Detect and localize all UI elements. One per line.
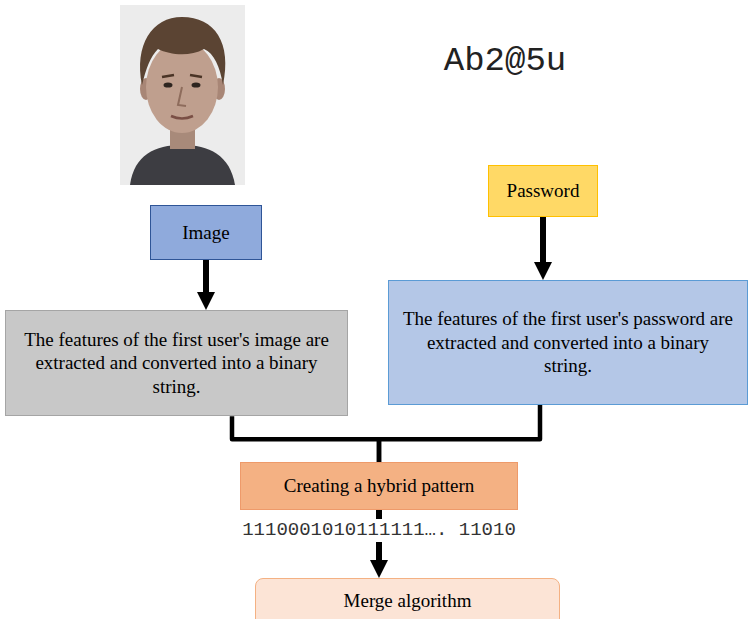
eyebrow	[190, 75, 202, 77]
eye	[192, 82, 201, 87]
nose	[178, 87, 186, 106]
face	[146, 41, 218, 133]
box-text: The features of the first user's image a…	[20, 328, 333, 399]
hybrid-box: Creating a hybrid pattern	[240, 462, 518, 510]
merge-box: Merge algorithm	[255, 578, 560, 619]
binary-pattern: 1110001010111111…. 11010	[238, 519, 520, 543]
eye	[164, 82, 173, 87]
feature-box: The features of the first user's image a…	[5, 310, 348, 416]
password-box: Password	[488, 165, 598, 217]
flow-arrow	[203, 260, 209, 298]
password-sample: Ab2@5u	[444, 42, 566, 80]
bracket-line	[232, 416, 379, 462]
mouth	[171, 116, 193, 119]
box-text: Creating a hybrid pattern	[284, 474, 474, 498]
hair	[140, 17, 225, 85]
box-text: Password	[507, 179, 580, 203]
image-box: Image	[150, 205, 262, 260]
flow-arrow	[540, 217, 546, 268]
bracket-line	[379, 405, 540, 462]
feature-box: The features of the first user's passwor…	[388, 280, 748, 405]
face-photo	[120, 5, 245, 185]
box-text: Image	[182, 221, 229, 245]
box-text: The features of the first user's passwor…	[403, 307, 733, 378]
photo-ground	[120, 5, 245, 185]
eyebrow	[162, 75, 174, 77]
box-text: Merge algorithm	[344, 589, 472, 613]
shirt	[130, 145, 235, 185]
